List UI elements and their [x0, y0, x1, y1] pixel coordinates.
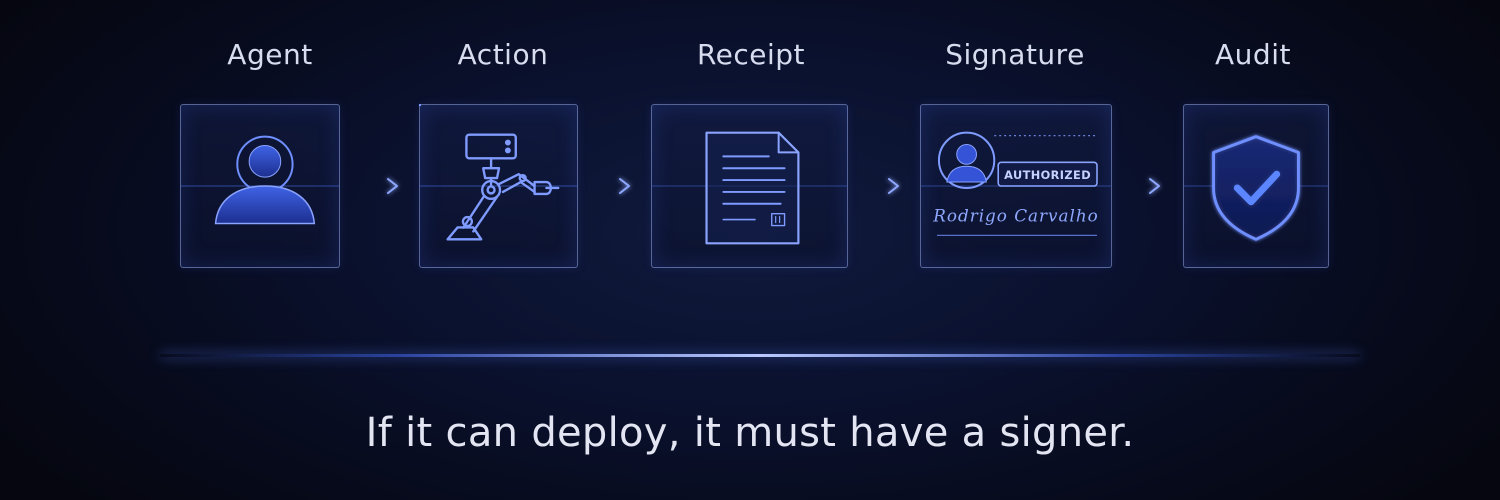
step-label-action: Action	[457, 38, 549, 71]
robot-arm-icon	[418, 103, 578, 241]
person-icon	[181, 135, 339, 225]
signature-card-icon: AUTHORIZED Rodrigo Carvalho	[921, 131, 1111, 236]
step-box-agent	[180, 104, 340, 268]
handwritten-signature: Rodrigo Carvalho	[932, 206, 1098, 226]
step-label-receipt: Receipt	[696, 38, 806, 71]
step-label-audit: Audit	[1215, 38, 1291, 71]
shield-check-icon	[1184, 135, 1328, 241]
step-label-agent: Agent	[227, 38, 313, 71]
step-box-signature: AUTHORIZED Rodrigo Carvalho	[920, 104, 1112, 268]
step-label-signature: Signature	[945, 38, 1085, 71]
glow-divider	[160, 354, 1360, 357]
document-icon	[651, 131, 848, 245]
step-box-receipt	[651, 104, 848, 268]
tagline: If it can deploy, it must have a signer.	[365, 410, 1135, 456]
step-box-audit	[1183, 104, 1329, 268]
step-box-action	[418, 103, 578, 268]
authorized-stamp: AUTHORIZED	[1004, 168, 1091, 182]
